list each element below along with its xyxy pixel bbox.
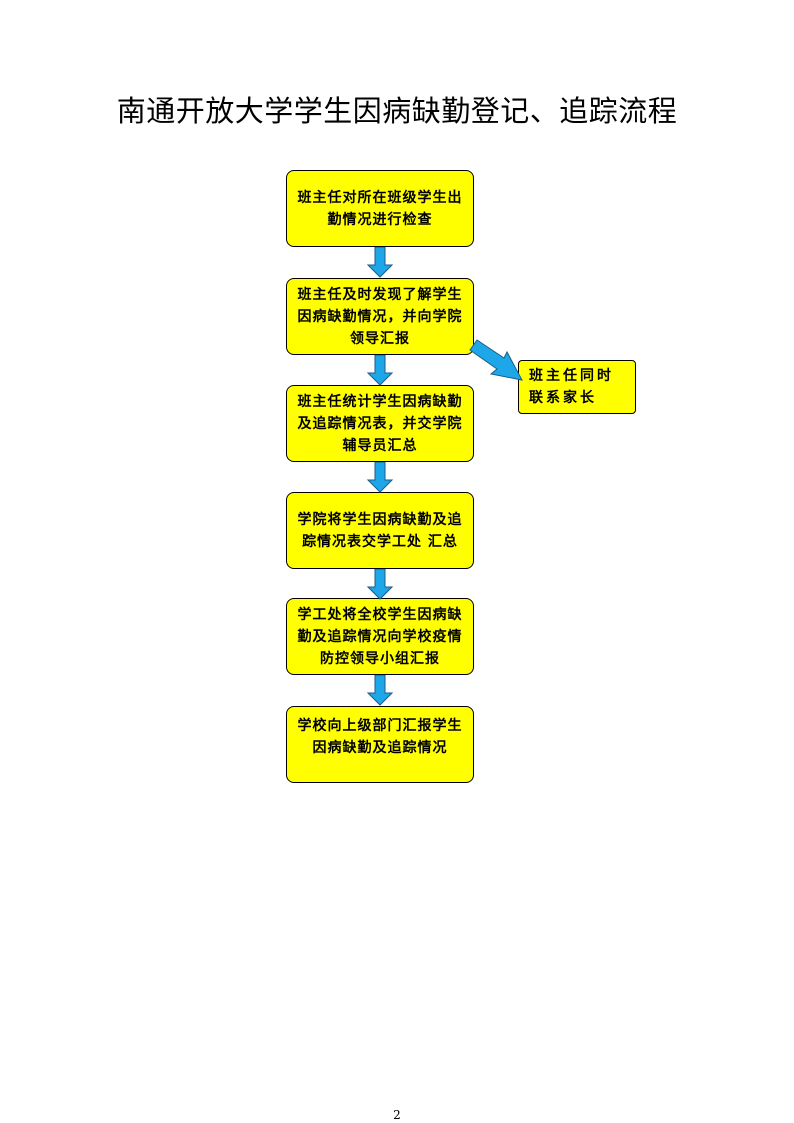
flow-step-1: 班主任对所在班级学生出勤情况进行检查 — [286, 170, 474, 247]
flow-step-5: 学工处将全校学生因病缺勤及追踪情况向学校疫情防控领导小组汇报 — [286, 598, 474, 675]
flow-step-3: 班主任统计学生因病缺勤及追踪情况表，并交学院辅导员汇总 — [286, 385, 474, 462]
flow-step-4: 学院将学生因病缺勤及追踪情况表交学工处 汇总 — [286, 492, 474, 569]
down-arrow-icon — [367, 569, 393, 600]
flow-step-4-label: 学院将学生因病缺勤及追踪情况表交学工处 汇总 — [297, 511, 463, 550]
flow-side-step: 班主任同时联系家长 — [518, 360, 636, 414]
down-arrow-icon — [367, 675, 393, 706]
flow-step-2-label: 班主任及时发现了解学生因病缺勤情况，并向学院领导汇报 — [297, 286, 463, 347]
diagonal-arrow-icon — [469, 339, 523, 381]
flow-step-1-label: 班主任对所在班级学生出勤情况进行检查 — [297, 189, 463, 228]
flow-step-5-label: 学工处将全校学生因病缺勤及追踪情况向学校疫情防控领导小组汇报 — [297, 606, 463, 667]
down-arrow-icon — [367, 462, 393, 493]
flow-step-2: 班主任及时发现了解学生因病缺勤情况，并向学院领导汇报 — [286, 278, 474, 355]
flow-side-step-label: 班主任同时联系家长 — [529, 368, 614, 406]
down-arrow-icon — [367, 247, 393, 278]
flow-step-3-label: 班主任统计学生因病缺勤及追踪情况表，并交学院辅导员汇总 — [297, 393, 463, 454]
page-number: 2 — [393, 1108, 401, 1122]
page-title: 南通开放大学学生因病缺勤登记、追踪流程 — [116, 94, 678, 128]
flow-step-6-label: 学校向上级部门汇报学生因病缺勤及追踪情况 — [297, 718, 463, 756]
flow-step-6: 学校向上级部门汇报学生因病缺勤及追踪情况 — [286, 706, 474, 783]
down-arrow-icon — [367, 355, 393, 386]
